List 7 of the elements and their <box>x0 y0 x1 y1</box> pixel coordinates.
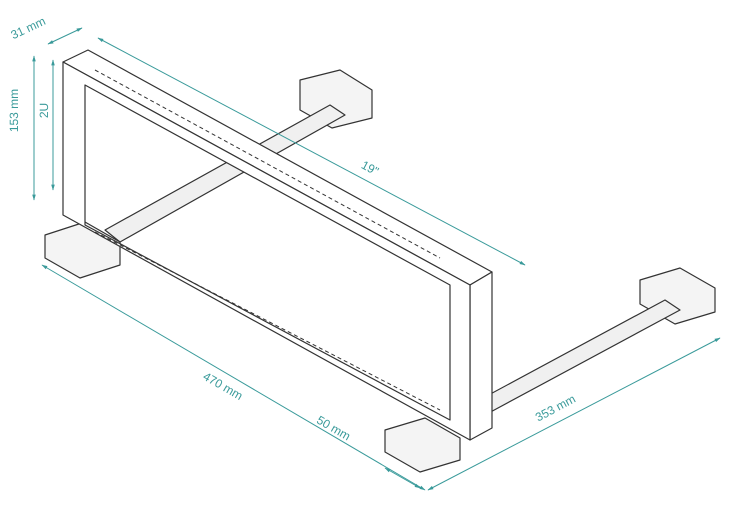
dimension-label: 50 mm <box>314 413 352 443</box>
dimension-label: 470 mm <box>200 370 244 402</box>
dimension-label: 2U <box>38 102 51 118</box>
dimension-label: 19" <box>358 158 381 178</box>
dimension-label: 31 mm <box>8 14 48 42</box>
dimension-label: 153 mm <box>8 88 21 132</box>
dimension-label: 353 mm <box>532 392 578 424</box>
